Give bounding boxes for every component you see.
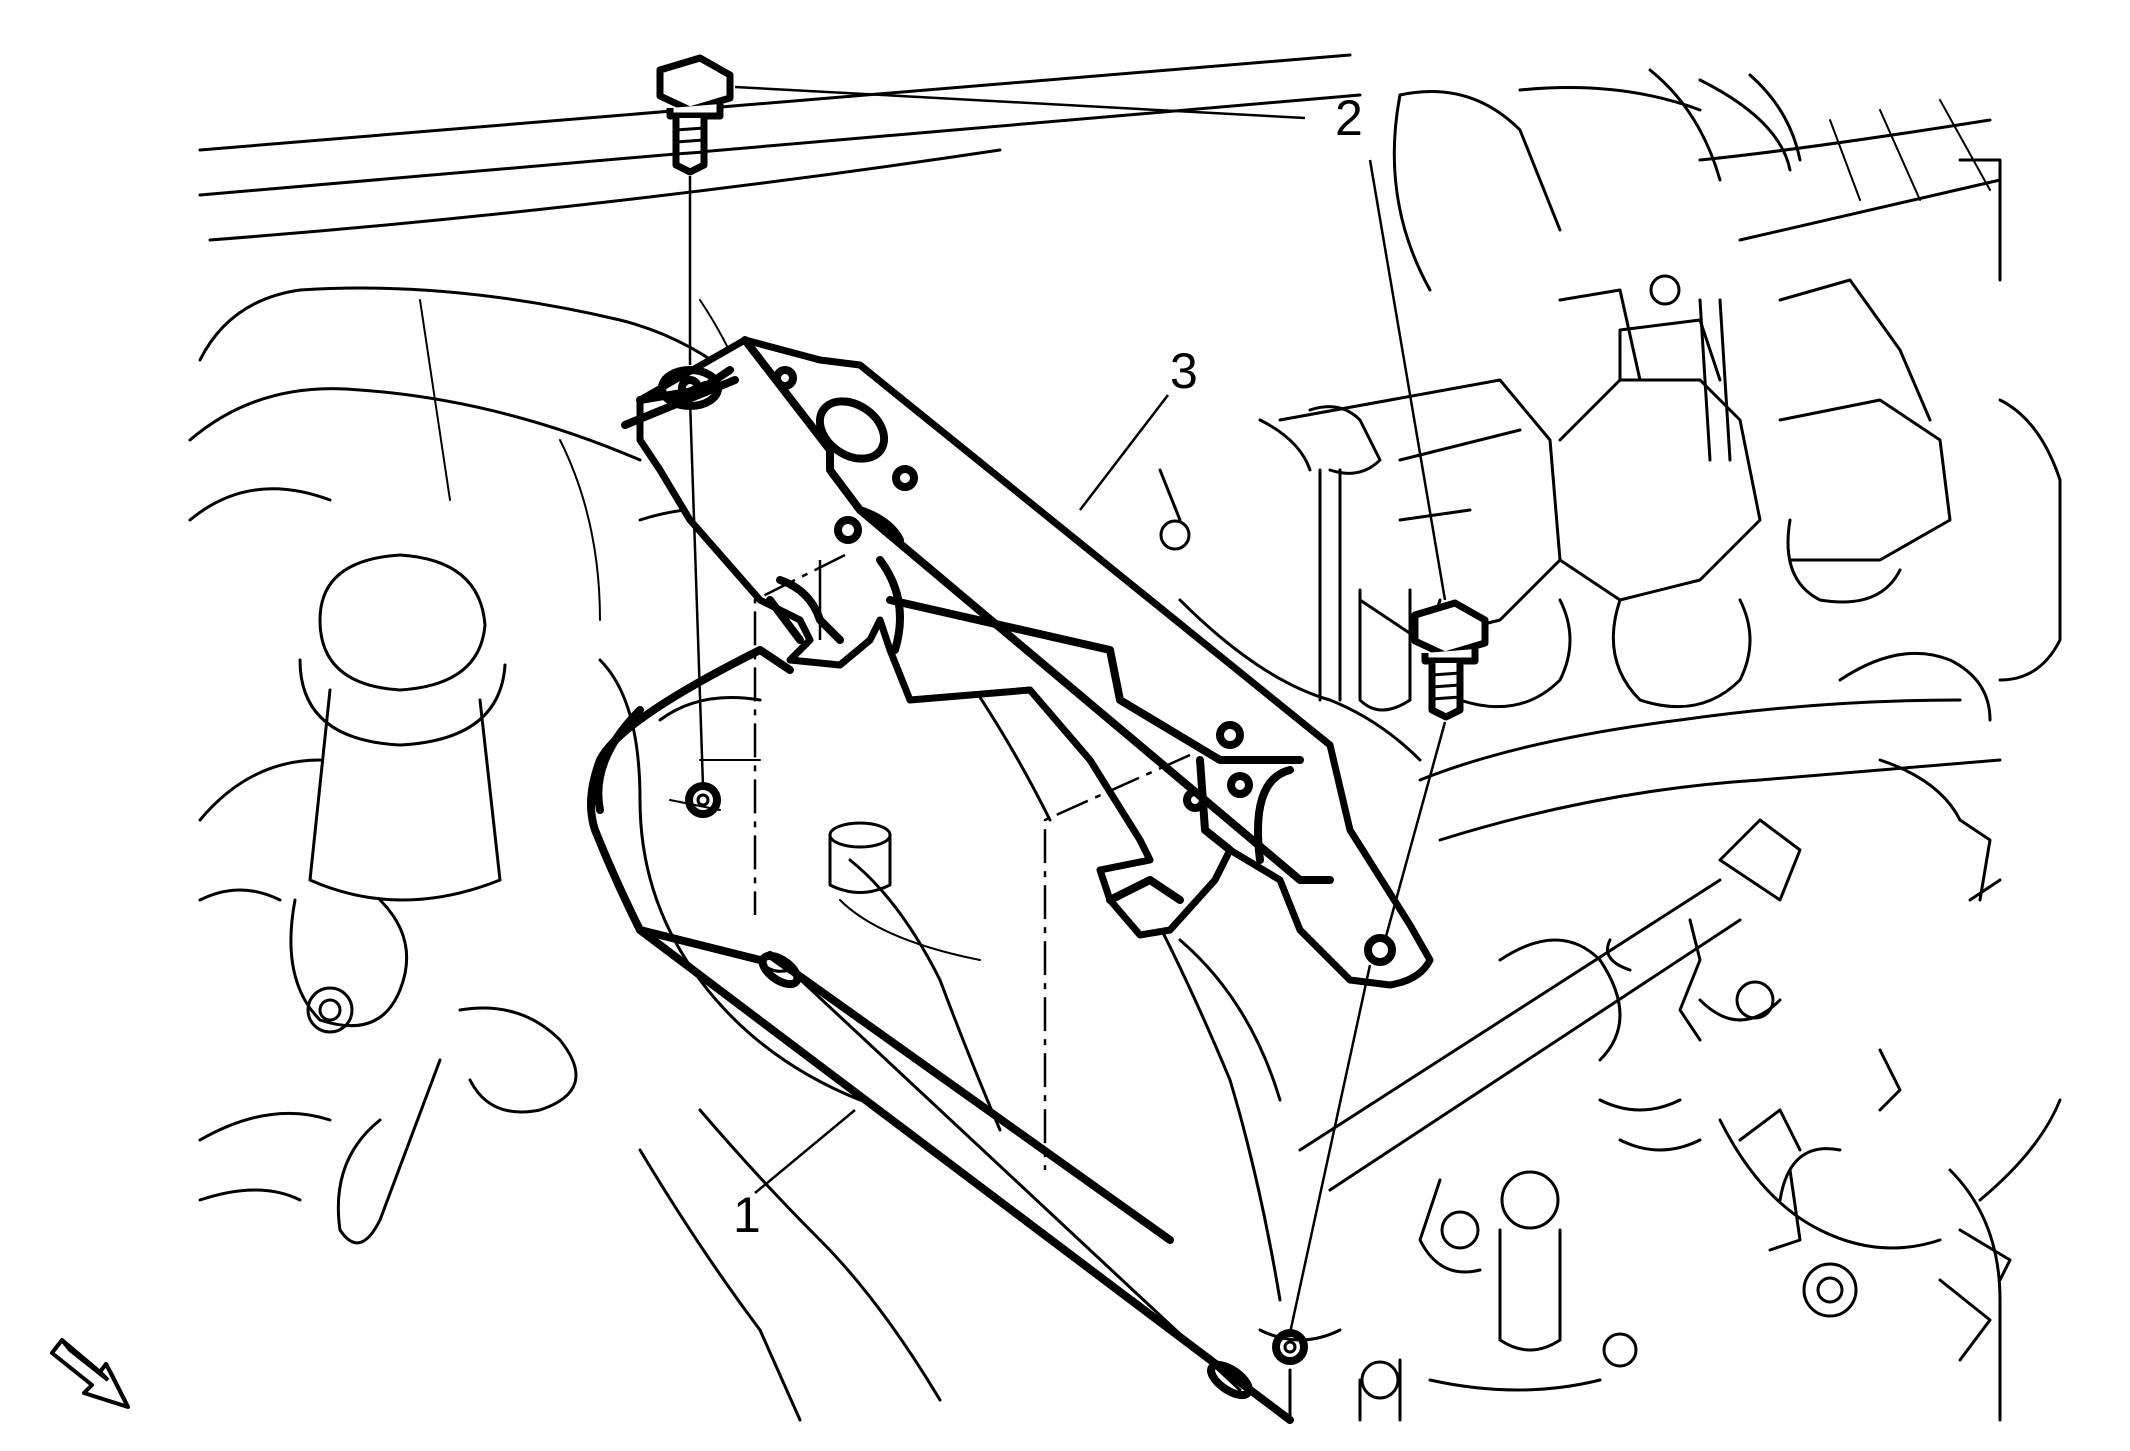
alignment-lines xyxy=(753,553,1191,1170)
callout-1: 1 xyxy=(733,1187,761,1243)
part-3-bracket xyxy=(621,336,1434,989)
callout-3: 3 xyxy=(1170,343,1198,399)
leader-lines xyxy=(688,85,1447,1334)
part-1-outline xyxy=(587,646,1294,1424)
part-2-bolt-right xyxy=(1411,599,1489,721)
callout-2: 2 xyxy=(1335,90,1363,146)
part-2-bolt-left xyxy=(656,54,734,176)
view-direction-arrow-icon xyxy=(50,1338,130,1409)
